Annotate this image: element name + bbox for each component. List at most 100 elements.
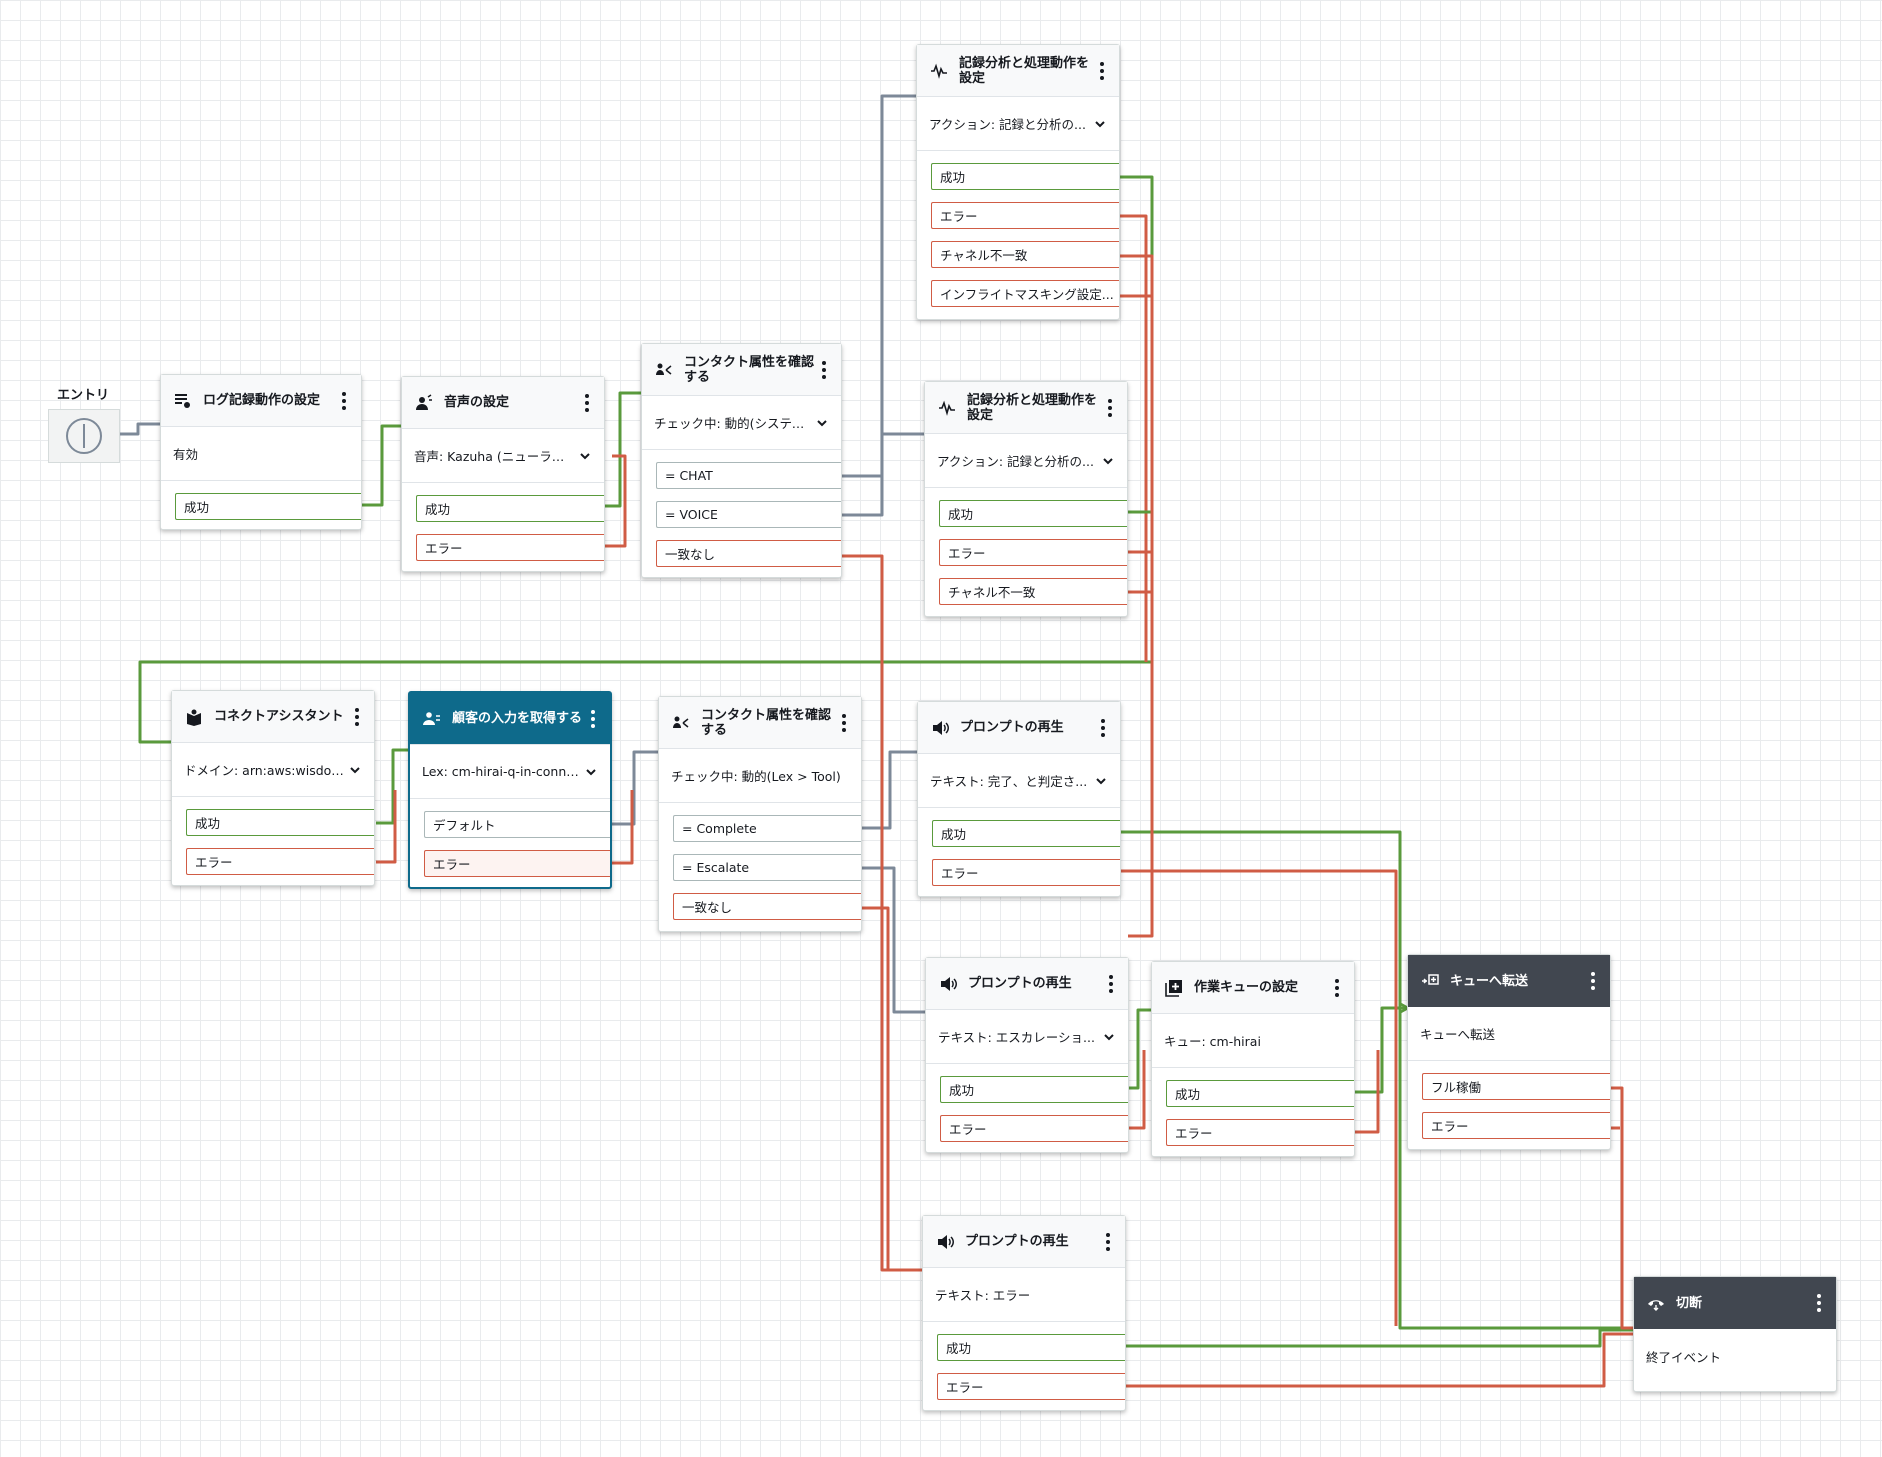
block-log-settings[interactable]: ログ記録動作の設定 有効 成功 [160, 374, 362, 530]
branch-success[interactable]: 成功 [940, 1076, 1128, 1103]
branch-success[interactable]: 成功 [186, 809, 374, 836]
branch-complete[interactable]: = Complete [673, 815, 861, 842]
branch-success[interactable]: 成功 [416, 495, 604, 522]
chevron-down-icon [1096, 777, 1106, 784]
block-parameter[interactable]: アクション: 記録と分析の... [925, 434, 1127, 488]
block-title: プロンプトの再生 [960, 720, 1064, 735]
branch-error[interactable]: エラー [940, 1115, 1128, 1142]
branch-success[interactable]: 成功 [939, 500, 1127, 527]
block-play-prompt-1[interactable]: プロンプトの再生 テキスト: 完了、と判定さ... 成功エラー [917, 701, 1121, 897]
wire-queue-transfer [1355, 1008, 1408, 1094]
transfer-icon [1420, 971, 1440, 991]
entry-label: エントリ [56, 388, 109, 403]
more-options-icon[interactable] [578, 389, 596, 417]
branch-channel-mismatch[interactable]: チャネル不一致 [939, 578, 1127, 605]
branch-escalate[interactable]: = Escalate [673, 854, 861, 881]
branch-chat[interactable]: = CHAT [656, 462, 841, 489]
wire-voice-err [605, 454, 627, 548]
more-options-icon[interactable] [1810, 1289, 1828, 1317]
block-recording-analytics-1[interactable]: 記録分析と処理動作を設定 アクション: 記録と分析の... 成功エラーチャネル不… [916, 44, 1120, 320]
more-options-icon[interactable] [1102, 970, 1120, 998]
more-options-icon[interactable] [1328, 974, 1346, 1002]
more-options-icon[interactable] [335, 387, 353, 415]
block-title: コネクトアシスタント [214, 709, 344, 724]
block-disconnect[interactable]: 切断 終了イベント [1633, 1276, 1837, 1392]
more-options-icon[interactable] [584, 705, 602, 733]
block-parameter[interactable]: Lex: cm-hirai-q-in-connec... [410, 745, 610, 799]
branch-channel-mismatch[interactable]: チャネル不一致 [931, 241, 1119, 268]
branch-success[interactable]: 成功 [931, 163, 1119, 190]
wire-prompt3-err [1126, 1334, 1648, 1388]
entry-node[interactable] [48, 409, 120, 463]
branch-error[interactable]: エラー [1422, 1112, 1610, 1139]
block-voice-settings[interactable]: 音声の設定 音声: Kazuha (ニューラル:... 成功エラー [401, 376, 605, 572]
branch-inflight-masking[interactable]: インフライトマスキング設定... [931, 280, 1119, 307]
block-title: コンタクト属性を確認する [684, 354, 815, 385]
more-options-icon[interactable] [348, 703, 366, 731]
speaker-icon [930, 718, 950, 738]
branch-error[interactable]: エラー [186, 848, 374, 875]
more-options-icon[interactable] [835, 709, 853, 737]
branch-no-match[interactable]: 一致なし [656, 540, 841, 567]
block-parameter[interactable]: ドメイン: arn:aws:wisdom... [172, 743, 374, 797]
speaker-icon [938, 974, 958, 994]
block-parameter[interactable]: チェック中: 動的(システム... [642, 396, 841, 450]
block-title: 作業キューの設定 [1194, 980, 1299, 995]
block-parameter: テキスト: エラー [923, 1268, 1125, 1322]
branch-voice[interactable]: = VOICE [656, 501, 841, 528]
block-play-prompt-3[interactable]: プロンプトの再生 テキスト: エラー 成功エラー [922, 1215, 1126, 1411]
more-options-icon[interactable] [1093, 57, 1111, 85]
chevron-down-icon [1103, 457, 1113, 464]
block-play-prompt-2[interactable]: プロンプトの再生 テキスト: エスカレーショ... 成功エラー [925, 957, 1129, 1153]
branch-error[interactable]: エラー [937, 1373, 1125, 1400]
branch-no-match[interactable]: 一致なし [673, 893, 861, 920]
queue-add-icon [1164, 978, 1184, 998]
branch-error[interactable]: エラー [1166, 1119, 1354, 1146]
branch-success[interactable]: 成功 [937, 1334, 1125, 1361]
block-check-attribute-2[interactable]: コンタクト属性を確認する チェック中: 動的(Lex > Tool) = Com… [658, 696, 862, 932]
block-title: ログ記録動作の設定 [203, 393, 321, 408]
block-recording-analytics-2[interactable]: 記録分析と処理動作を設定 アクション: 記録と分析の... 成功エラーチャネル不… [924, 381, 1128, 617]
block-title: 顧客の入力を取得する [452, 711, 583, 726]
block-title: キューへ転送 [1450, 973, 1529, 989]
wire-prompt2-err [1129, 1050, 1146, 1130]
branch-success[interactable]: 成功 [932, 820, 1120, 847]
entry-point[interactable]: エントリ [48, 384, 120, 466]
branch-error[interactable]: エラー [939, 539, 1127, 566]
branch-icon [654, 360, 674, 380]
block-parameter: キュー: cm-hirai [1152, 1014, 1354, 1068]
wire-queue-err [1355, 1050, 1380, 1134]
chevron-down-icon [1095, 120, 1105, 127]
block-parameter: キューへ転送 [1408, 1007, 1610, 1061]
speaker-icon [935, 1232, 955, 1252]
branch-error[interactable]: エラー [424, 850, 610, 877]
block-parameter[interactable]: テキスト: 完了、と判定さ... [918, 754, 1120, 808]
block-parameter: 終了イベント [1646, 1349, 1722, 1365]
branch-error[interactable]: エラー [932, 859, 1120, 886]
more-options-icon[interactable] [1101, 394, 1119, 422]
block-parameter[interactable]: アクション: 記録と分析の... [917, 97, 1119, 151]
more-options-icon[interactable] [1584, 967, 1602, 995]
chevron-down-icon [350, 766, 360, 773]
block-parameter: 有効 [161, 427, 361, 481]
block-parameter[interactable]: テキスト: エスカレーショ... [926, 1010, 1128, 1064]
more-options-icon[interactable] [1099, 1228, 1117, 1256]
branch-default[interactable]: デフォルト [424, 811, 610, 838]
block-parameter[interactable]: 音声: Kazuha (ニューラル:... [402, 429, 604, 483]
block-check-attribute-1[interactable]: コンタクト属性を確認する チェック中: 動的(システム... = CHAT = V… [641, 343, 842, 578]
branch-success[interactable]: 成功 [1166, 1080, 1354, 1107]
block-set-working-queue[interactable]: 作業キューの設定 キュー: cm-hirai 成功エラー [1151, 961, 1355, 1157]
block-connect-assistant[interactable]: コネクトアシスタント ドメイン: arn:aws:wisdom... 成功エラー [171, 690, 375, 886]
branch-error[interactable]: エラー [416, 534, 604, 561]
more-options-icon[interactable] [815, 356, 833, 384]
branch-error[interactable]: エラー [931, 202, 1119, 229]
branch-at-capacity[interactable]: フル稼働 [1422, 1073, 1610, 1100]
block-parameter: チェック中: 動的(Lex > Tool) [659, 749, 861, 803]
branch-icon [671, 713, 691, 733]
more-options-icon[interactable] [1094, 714, 1112, 742]
block-title: 記録分析と処理動作を設定 [959, 55, 1090, 86]
block-get-customer-input[interactable]: 顧客の入力を取得する Lex: cm-hirai-q-in-connec... … [408, 691, 612, 889]
block-transfer-to-queue[interactable]: キューへ転送 キューへ転送 フル稼働エラー [1407, 954, 1611, 1150]
wire-assistant-err [376, 790, 397, 864]
branch-success[interactable]: 成功 [175, 493, 361, 520]
